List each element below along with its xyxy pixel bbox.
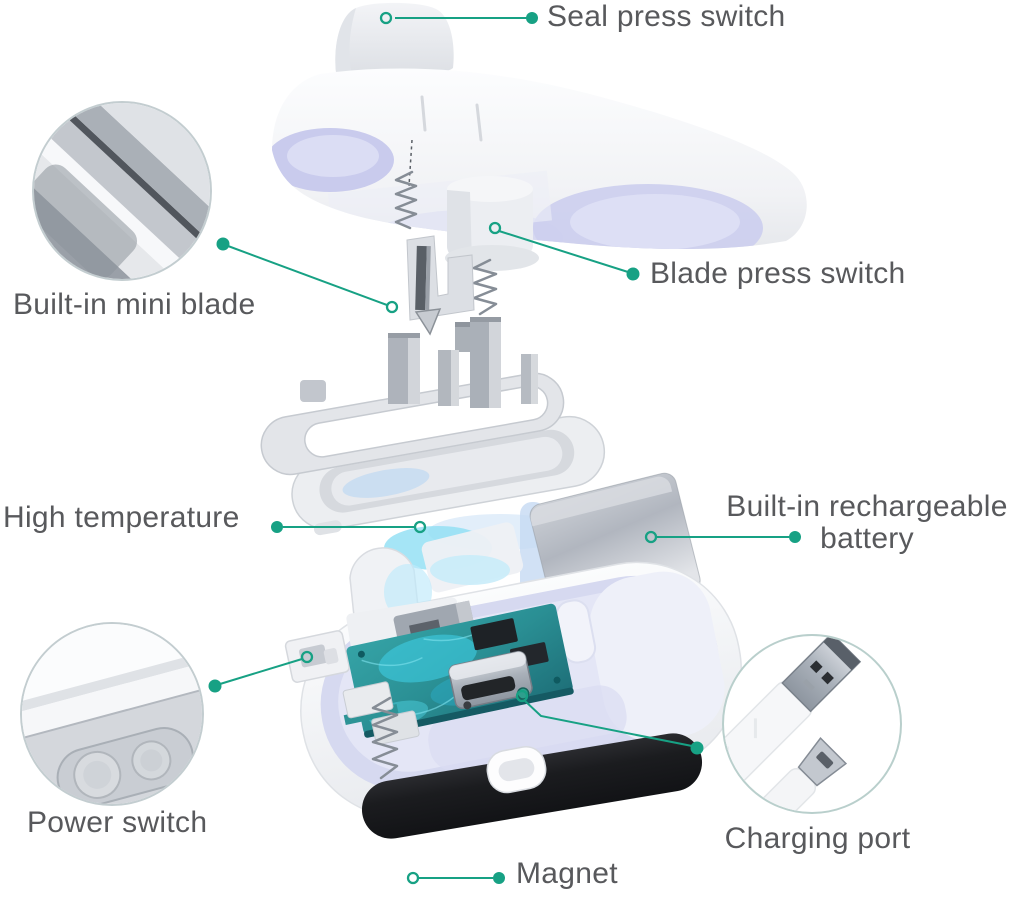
charging-port-label: Charging port [724,822,911,855]
usb-plugs-inset [722,634,902,814]
power-switch-part [284,630,350,683]
leader-magnet [406,871,505,885]
magnet-label: Magnet [516,857,618,890]
built-in-mini-blade-label: Built-in mini blade [13,288,256,321]
gasket-posts [300,317,538,408]
leader-battery [644,530,801,544]
leader-seal-press-switch [379,11,538,25]
guide-dashed-line [408,139,413,187]
leader-power-switch [208,650,314,693]
battery-label-line1: Built-in rechargeable [726,490,1008,523]
blade-press-switch-label: Blade press switch [650,257,906,290]
spring-upper [394,170,418,230]
spring-lower [371,696,399,780]
seal-press-knob [335,2,454,78]
blade-bracket [406,235,475,336]
usb-a-plug [724,636,862,804]
rechargeable-battery-label: Built-in rechargeable battery [710,491,1024,555]
mini-blade-inset [32,101,212,281]
top-cap [272,68,807,250]
high-temperature-label: High temperature [3,501,240,534]
leader-built-in-mini-blade [216,237,399,314]
power-switch-label: Power switch [27,806,208,839]
battery-label-line2: battery [820,522,914,555]
micro-usb-port [448,650,533,710]
leader-blade-press-switch [488,221,640,281]
spring-plunger [472,258,498,316]
leader-charging-port [515,689,704,755]
leader-high-temperature [271,520,427,534]
power-switch-inset [20,622,204,806]
seal-ring-lower [291,415,606,536]
handle-slot [486,746,547,794]
pcb [342,603,574,746]
seal-press-switch-label: Seal press switch [547,0,786,33]
